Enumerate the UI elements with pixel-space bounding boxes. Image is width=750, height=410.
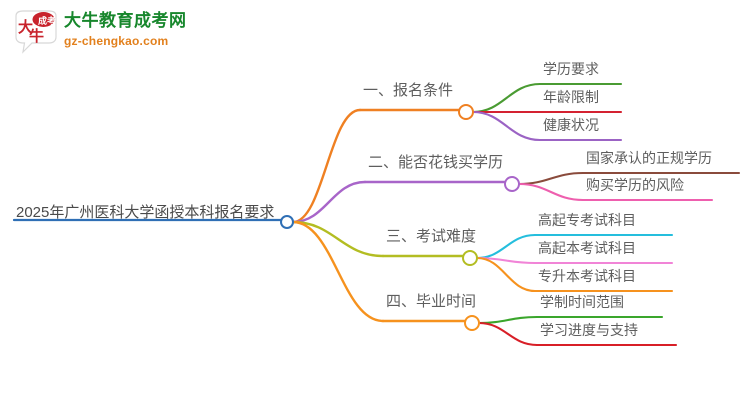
leaf-edge-1-1 xyxy=(471,82,542,114)
branch-edge-3 xyxy=(291,220,385,258)
leaf-label-2-1[interactable]: 国家承认的正规学历 xyxy=(586,150,712,166)
leaf-label-1-2[interactable]: 年龄限制 xyxy=(543,89,599,105)
branch-node-1[interactable] xyxy=(458,104,474,120)
branch-node-4[interactable] xyxy=(464,315,480,331)
leaf-edge-4-1 xyxy=(477,315,539,325)
branch-edge-2 xyxy=(291,180,367,224)
leaf-label-3-2[interactable]: 高起本考试科目 xyxy=(538,240,636,256)
root-node[interactable] xyxy=(280,215,294,229)
logo-title: 大牛教育成考网 xyxy=(64,11,187,30)
branch-edge-1 xyxy=(291,108,362,224)
branch-label-3[interactable]: 三、考试难度 xyxy=(386,228,477,245)
logo-text-block: 大牛教育成考网 gz-chengkao.com xyxy=(64,11,194,57)
root-node-label[interactable]: 2025年广州医科大学函授本科报名要求 xyxy=(16,204,275,221)
leaf-label-3-3[interactable]: 专升本考试科目 xyxy=(538,268,636,284)
leaf-edge-2-1 xyxy=(517,171,585,186)
daniu-logo-icon: 大 牛 成考 xyxy=(12,10,60,56)
leaf-edge-4-2 xyxy=(477,321,539,347)
leaf-edge-3-3 xyxy=(475,256,537,293)
branch-label-1[interactable]: 一、报名条件 xyxy=(363,82,454,99)
branch-node-2[interactable] xyxy=(504,176,520,192)
branch-node-3[interactable] xyxy=(462,250,478,266)
logo-url: gz-chengkao.com xyxy=(64,34,169,48)
branch-edge-4 xyxy=(291,220,385,323)
leaf-edge-2-2 xyxy=(517,182,585,202)
leaf-label-1-1[interactable]: 学历要求 xyxy=(543,61,599,77)
leaf-edge-3-1 xyxy=(475,233,537,260)
leaf-label-2-2[interactable]: 购买学历的风险 xyxy=(586,177,684,193)
leaf-label-4-1[interactable]: 学制时间范围 xyxy=(540,294,624,310)
leaf-label-4-2[interactable]: 学习进度与支持 xyxy=(540,322,638,338)
leaf-label-1-3[interactable]: 健康状况 xyxy=(543,117,599,133)
site-logo[interactable]: 大 牛 成考 大牛教育成考网 gz-chengkao.com xyxy=(12,8,192,60)
svg-text:成考: 成考 xyxy=(38,15,56,26)
branch-label-4[interactable]: 四、毕业时间 xyxy=(386,293,477,310)
leaf-label-3-1[interactable]: 高起专考试科目 xyxy=(538,212,636,228)
svg-text:牛: 牛 xyxy=(29,27,44,45)
leaf-edge-1-3 xyxy=(471,110,542,142)
svg-text:大: 大 xyxy=(18,18,33,36)
branch-label-2[interactable]: 二、能否花钱买学历 xyxy=(368,154,504,171)
